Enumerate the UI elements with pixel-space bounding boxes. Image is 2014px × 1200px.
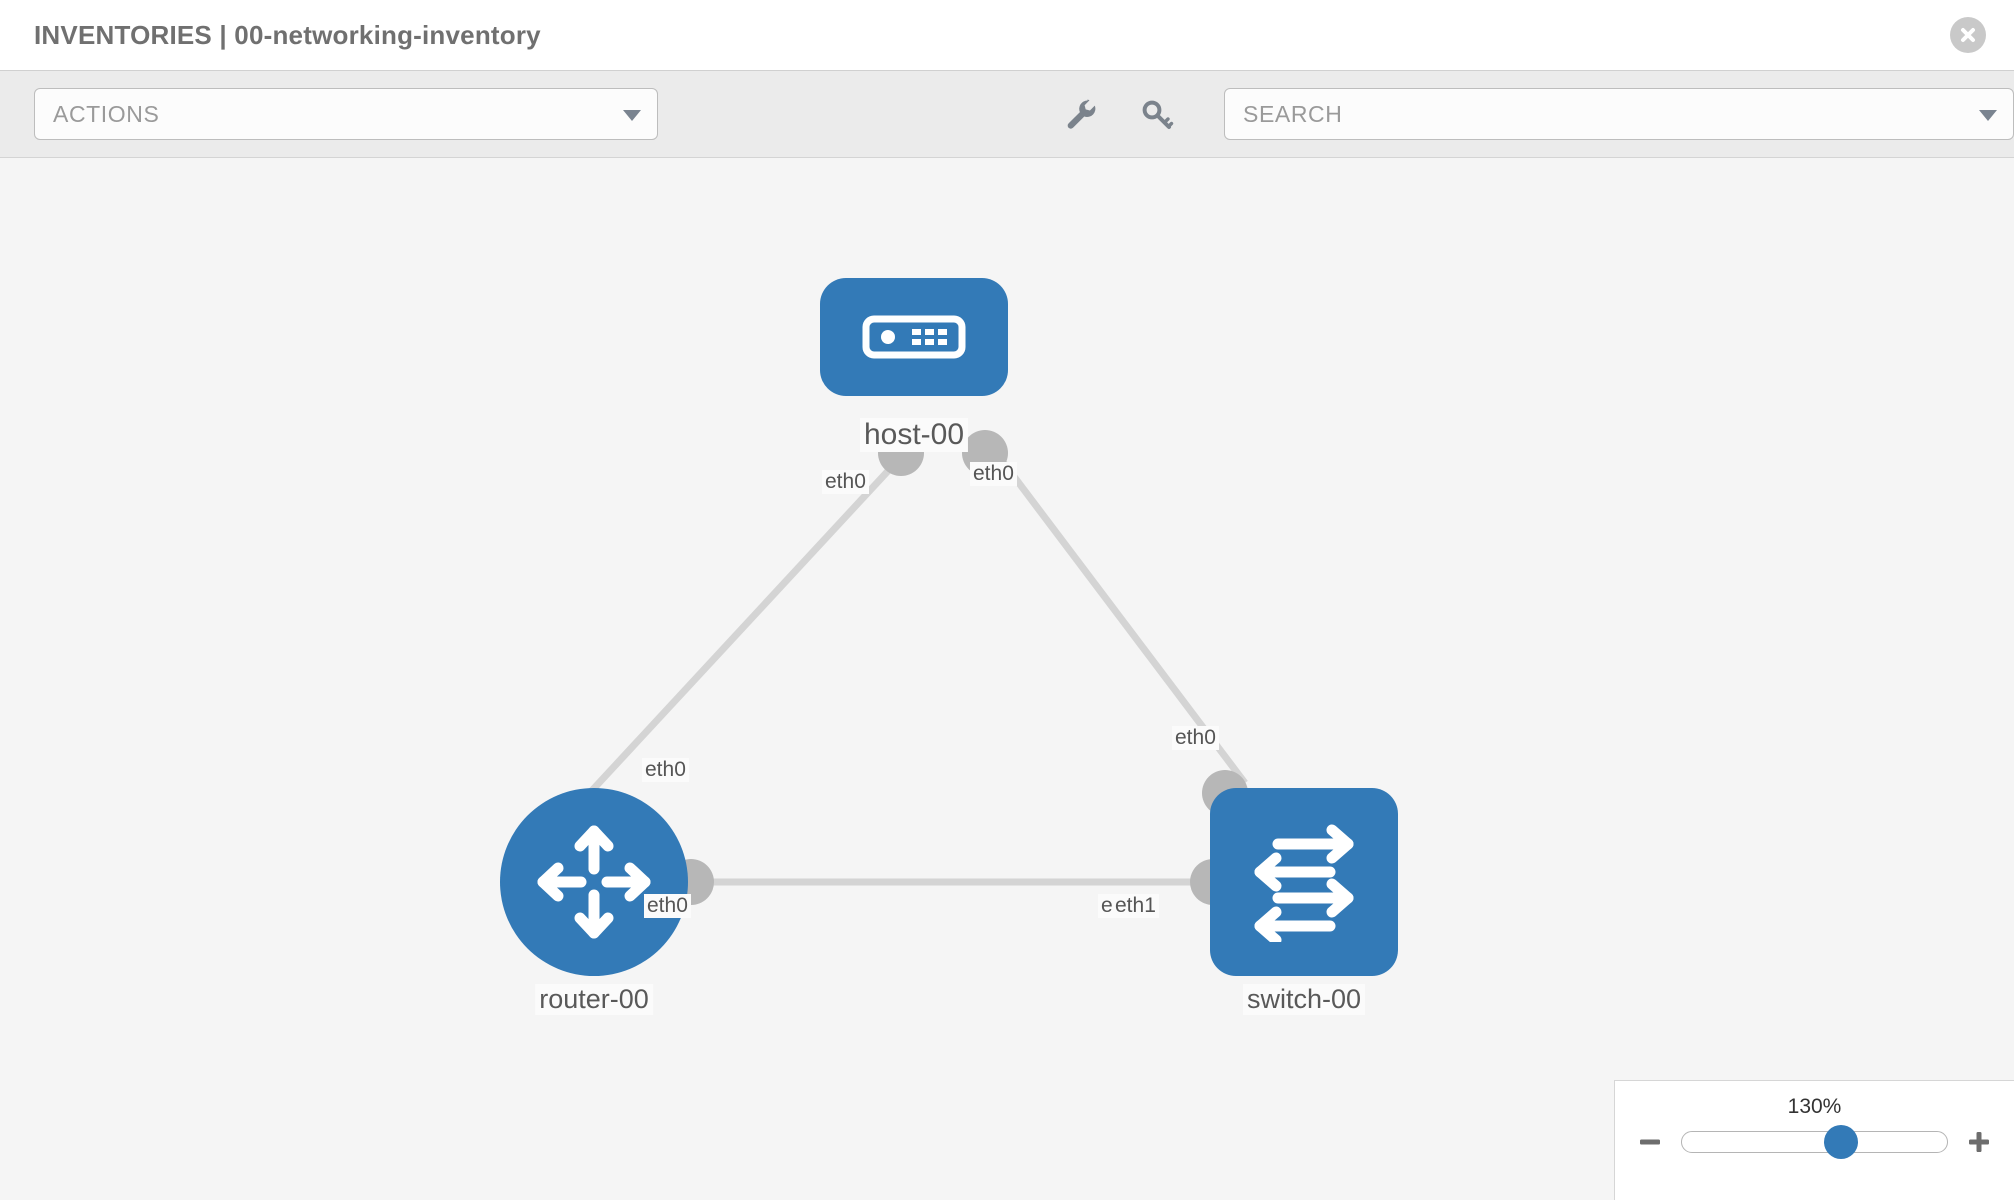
- host-00-shape[interactable]: [820, 278, 1008, 396]
- iface-label-switch-00-up: eth0: [1172, 726, 1219, 750]
- actions-dropdown[interactable]: ACTIONS: [34, 88, 658, 140]
- router-four-arrows-icon: [537, 825, 651, 939]
- plus-icon: [1969, 1132, 1989, 1152]
- close-icon[interactable]: [1950, 17, 1986, 53]
- page-title: INVENTORIES | 00-networking-inventory: [34, 19, 541, 50]
- search-placeholder-label: SEARCH: [1243, 100, 1343, 127]
- iface-label-host-00-left: eth0: [822, 470, 869, 494]
- link-host00-router00[interactable]: [582, 455, 903, 801]
- router-00-label: router-00: [535, 984, 653, 1015]
- router-00-shape[interactable]: [500, 788, 688, 976]
- switch-00-shape[interactable]: [1210, 788, 1398, 976]
- host-00-label: host-00: [859, 418, 969, 452]
- page-header: INVENTORIES | 00-networking-inventory: [0, 0, 2014, 70]
- zoom-level-value: 130%: [1787, 1095, 1842, 1118]
- server-device-icon: [862, 315, 966, 359]
- chevron-down-icon: [623, 110, 641, 121]
- minus-icon: [1640, 1139, 1660, 1145]
- iface-label-router-00-right: eth0: [644, 894, 691, 918]
- zoom-out-button[interactable]: [1637, 1129, 1663, 1155]
- toolbar: ACTIONS SEARCH: [0, 70, 2014, 158]
- iface-label-switch-00-left: eth1: [1112, 894, 1159, 918]
- actions-dropdown-label: ACTIONS: [53, 100, 160, 127]
- wrench-icon[interactable]: [1058, 91, 1104, 137]
- toolbar-icon-group: [1058, 91, 1180, 137]
- zoom-control-panel: 130%: [1614, 1080, 2014, 1200]
- iface-label-host-00-right: eth0: [970, 462, 1017, 486]
- zoom-slider-row: [1615, 1125, 2014, 1159]
- switch-exchange-arrows-icon: [1254, 824, 1354, 942]
- switch-00-label: switch-00: [1242, 984, 1366, 1015]
- search-input[interactable]: SEARCH: [1224, 88, 2014, 140]
- zoom-slider-thumb[interactable]: [1824, 1125, 1858, 1159]
- zoom-in-button[interactable]: [1966, 1129, 1992, 1155]
- key-icon[interactable]: [1134, 91, 1180, 137]
- topology-node-switch-00[interactable]: switch-00: [1190, 770, 1398, 1015]
- search-container: SEARCH: [1224, 88, 2014, 140]
- zoom-slider-track[interactable]: [1681, 1125, 1948, 1159]
- topology-node-host-00[interactable]: host-00: [820, 278, 1008, 476]
- chevron-down-icon: [1979, 110, 1997, 121]
- topology-canvas[interactable]: host-00 eth0 eth0 router-00 eth0 eth0: [0, 158, 2014, 1200]
- iface-label-router-00-up: eth0: [642, 758, 689, 782]
- topology-node-router-00[interactable]: router-00: [500, 788, 714, 1015]
